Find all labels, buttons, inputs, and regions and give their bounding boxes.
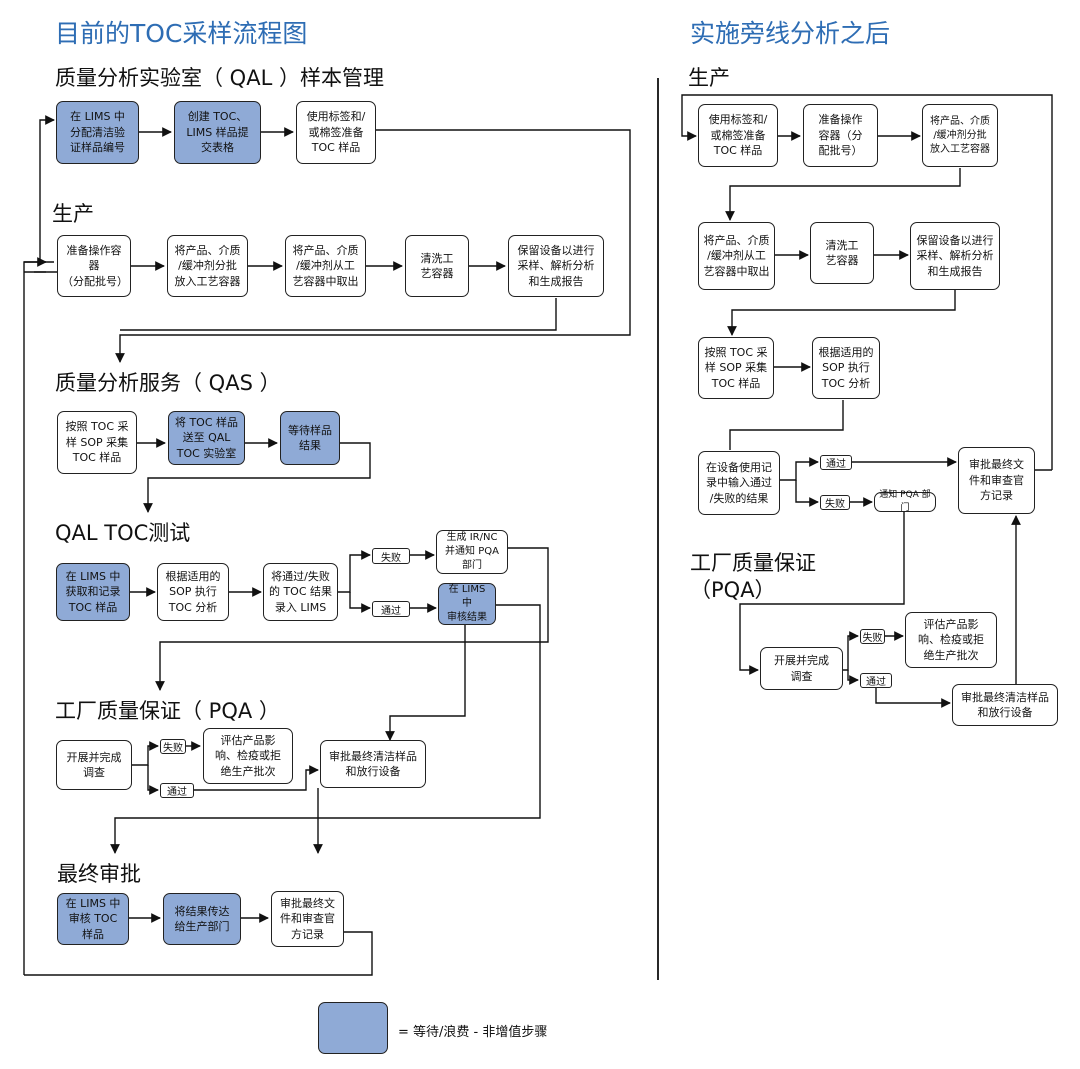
right-approve-final-docs-box: 审批最终文 件和审查官 方记录 <box>958 447 1035 514</box>
lims-review-results-box: 在 LIMS 中 审核结果 <box>438 583 496 625</box>
right-assess-impact-box: 评估产品影 响、检疫或拒 绝生产批次 <box>905 612 997 668</box>
fail-tag: 失败 <box>372 548 410 564</box>
right-collect-toc-sample-box: 按照 TOC 采 样 SOP 采集 TOC 样品 <box>698 337 774 399</box>
legend-label: = 等待/浪费 - 非增值步骤 <box>398 1025 548 1040</box>
batch-into-vessel-box: 将产品、介质 /缓冲剂分批 放入工艺容器 <box>167 235 248 297</box>
right-notify-pqa-box: 通知 PQA 部门 <box>874 490 936 513</box>
right-section-pqa-line2: （PQA） <box>690 578 776 602</box>
right-section-production: 生产 <box>688 66 730 90</box>
lims-record-sample-box: 在 LIMS 中 获取和记录 TOC 样品 <box>56 563 130 621</box>
section-qal-toc: QAL TOC测试 <box>55 521 191 545</box>
prepare-vessel-box: 准备操作容器 （分配批号） <box>57 235 131 297</box>
right-hold-equipment-box: 保留设备以进行 采样、解析分析 和生成报告 <box>910 222 1000 290</box>
investigate-box: 开展并完成 调查 <box>56 740 132 790</box>
right-prepare-vessel-box: 准备操作 容器（分 配批号） <box>803 104 878 167</box>
perform-toc-analysis-box: 根据适用的 SOP 执行 TOC 分析 <box>157 563 229 621</box>
clean-vessel-box: 清洗工 艺容器 <box>405 235 469 297</box>
pass-tag: 通过 <box>160 783 194 798</box>
section-pqa: 工厂质量保证（ PQA ） <box>55 699 280 723</box>
right-batch-into-vessel-box: 将产品、介质 /缓冲剂分批 放入工艺容器 <box>922 104 998 167</box>
pass-tag: 通过 <box>372 601 410 617</box>
hold-equipment-box: 保留设备以进行 采样、解析分析 和生成报告 <box>508 235 604 297</box>
section-qal: 质量分析实验室（ QAL ）样本管理 <box>55 66 384 90</box>
legend-swatch <box>318 1002 388 1054</box>
send-to-lab-box: 将 TOC 样品 送至 QAL TOC 实验室 <box>168 411 245 465</box>
communicate-results-box: 将结果传达 给生产部门 <box>163 893 241 945</box>
right-approve-clean-sample-box: 审批最终清洁样品 和放行设备 <box>952 684 1058 726</box>
enter-results-lims-box: 将通过/失败 的 TOC 结果 录入 LIMS <box>263 563 338 621</box>
collect-toc-sample-box: 按照 TOC 采 样 SOP 采集 TOC 样品 <box>57 411 137 474</box>
section-qas: 质量分析服务（ QAS ） <box>55 371 281 395</box>
assign-sample-number-box: 在 LIMS 中 分配清洁验 证样品编号 <box>56 101 139 164</box>
right-title: 实施旁线分析之后 <box>690 19 891 48</box>
right-fail-tag: 失败 <box>820 495 850 510</box>
remove-from-vessel-box: 将产品、介质 /缓冲剂从工 艺容器中取出 <box>285 235 366 297</box>
right-clean-vessel-box: 清洗工 艺容器 <box>810 222 874 284</box>
right-pass-tag: 通过 <box>860 673 892 688</box>
right-investigate-box: 开展并完成 调查 <box>760 647 843 690</box>
approve-final-docs-box: 审批最终文 件和审查官 方记录 <box>271 891 344 947</box>
right-pass-tag: 通过 <box>820 455 852 470</box>
section-final-approval: 最终审批 <box>57 862 141 886</box>
right-enter-results-box: 在设备使用记 录中输入通过 /失败的结果 <box>698 451 780 515</box>
assess-impact-box: 评估产品影 响、检疫或拒 绝生产批次 <box>203 728 293 784</box>
right-fail-tag: 失败 <box>860 629 885 644</box>
prepare-toc-sample-box: 使用标签和/ 或棉签准备 TOC 样品 <box>296 101 376 164</box>
lims-review-toc-box: 在 LIMS 中 审核 TOC 样品 <box>57 893 129 945</box>
wait-results-box: 等待样品 结果 <box>280 411 340 465</box>
generate-ir-nc-box: 生成 IR/NC 并通知 PQA 部门 <box>436 530 508 574</box>
create-toc-form-box: 创建 TOC、 LIMS 样品提 交表格 <box>174 101 261 164</box>
section-production: 生产 <box>52 202 94 226</box>
approve-clean-sample-box: 审批最终清洁样品 和放行设备 <box>320 740 426 788</box>
right-remove-from-vessel-box: 将产品、介质 /缓冲剂从工 艺容器中取出 <box>698 222 775 290</box>
right-section-pqa-line1: 工厂质量保证 <box>690 551 816 575</box>
right-prepare-toc-sample-box: 使用标签和/ 或棉签准备 TOC 样品 <box>698 104 778 167</box>
fail-tag: 失败 <box>160 739 186 754</box>
left-title: 目前的TOC采样流程图 <box>55 19 308 48</box>
right-perform-toc-analysis-box: 根据适用的 SOP 执行 TOC 分析 <box>812 337 880 399</box>
